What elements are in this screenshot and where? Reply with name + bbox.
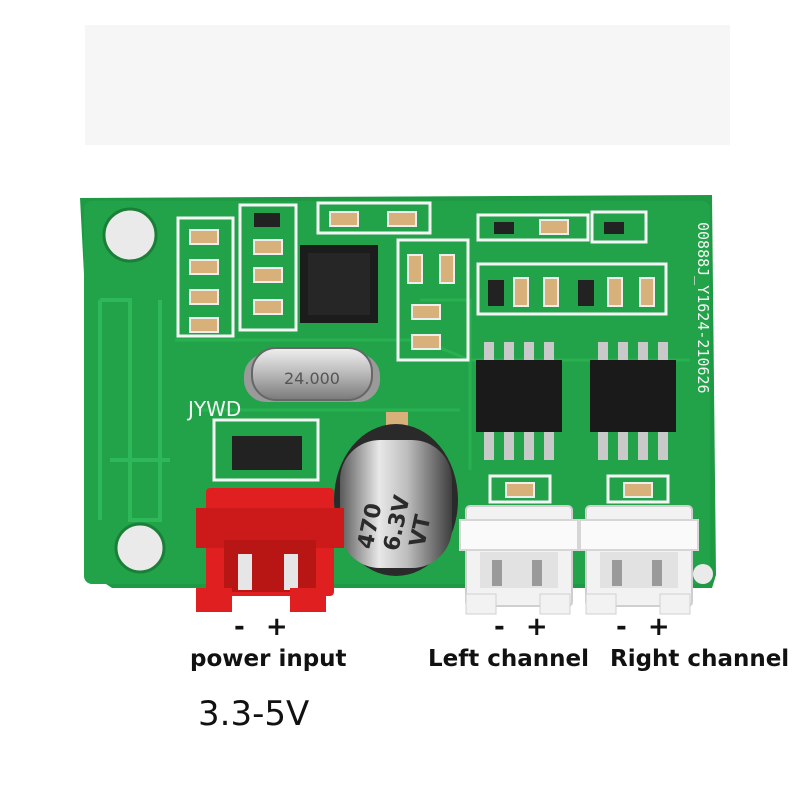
electrolytic-capacitor: 470 6.3V VT [334, 412, 458, 576]
right-channel-label: Right channel [610, 646, 790, 672]
bluetooth-chip [300, 245, 378, 323]
amplifier-ic-left [476, 342, 562, 460]
crystal-marking: 24.000 [284, 369, 340, 388]
power-polarity-label: - + [234, 612, 294, 642]
right-channel-polarity-label: - + [616, 612, 676, 642]
background-blur [85, 25, 730, 145]
smd-parts [189, 211, 655, 498]
crystal-oscillator: 24.000 [244, 347, 380, 402]
power-input-label: power input [190, 646, 347, 672]
amplifier-ic-right [590, 342, 676, 460]
power-voltage-label: 3.3-5V [198, 694, 310, 734]
left-channel-connector [459, 505, 579, 615]
silkscreen-serial: 00888J_Y1624-210626 [694, 222, 712, 394]
right-channel-connector [579, 505, 699, 615]
silkscreen-brand: JYWD [186, 397, 241, 421]
smd-components [176, 201, 670, 504]
left-channel-label: Left channel [428, 646, 590, 672]
power-connector [196, 488, 344, 612]
left-channel-polarity-label: - + [494, 612, 554, 642]
